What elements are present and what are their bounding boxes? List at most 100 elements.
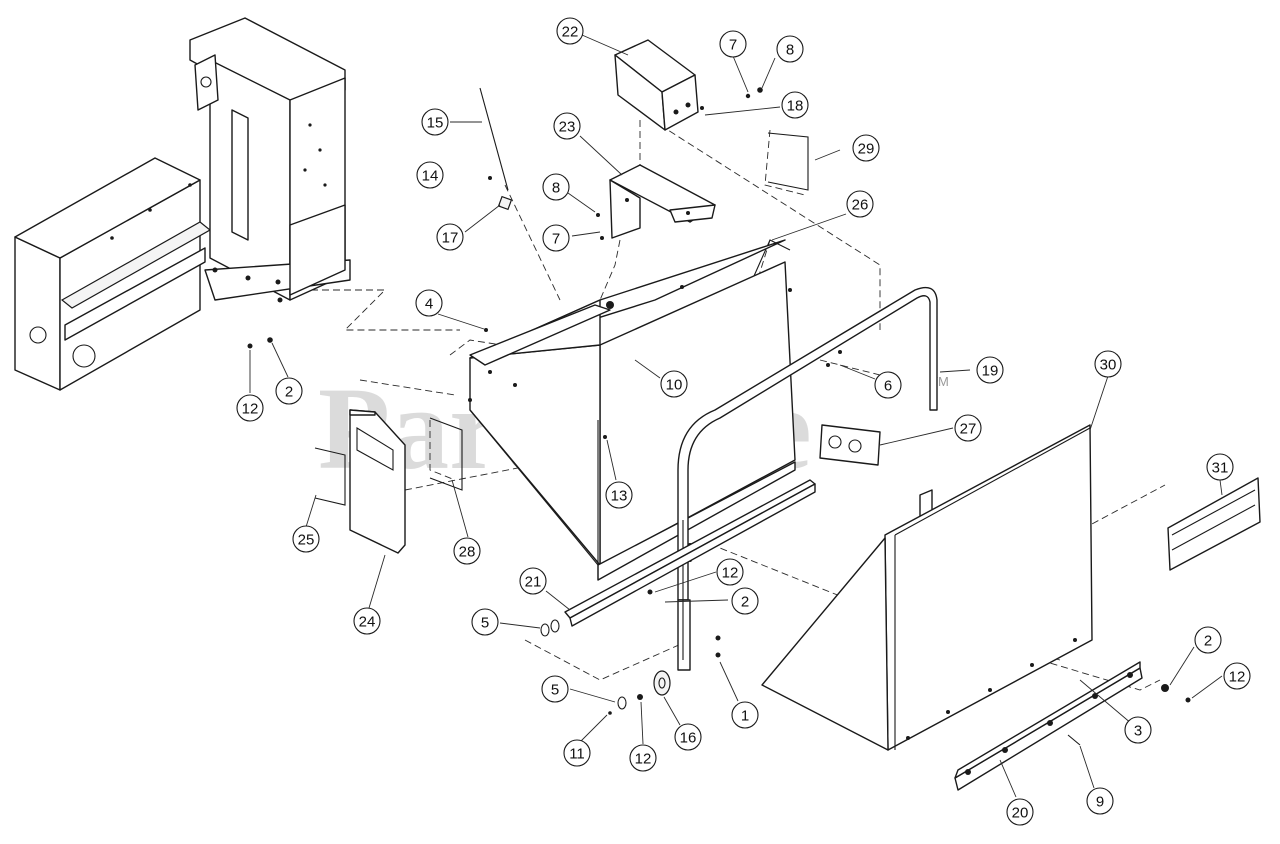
callout-circle [553,112,581,140]
callout-circle [556,17,584,45]
callout-5: 5 [471,608,499,636]
callout-7: 7 [719,30,747,58]
callout-number: 24 [359,614,376,631]
callout-circle [874,371,902,399]
callout-circle [275,377,303,405]
callout-circle [471,608,499,636]
callout-circle [453,537,481,565]
callout-number: 10 [666,377,683,394]
callout-8: 8 [542,173,570,201]
callout-18: 18 [781,91,809,119]
callout-11: 11 [563,739,591,767]
control-box [614,39,699,131]
callout-12: 12 [236,394,264,422]
callout-number: 12 [1229,669,1246,686]
callout-circle [716,558,744,586]
callout-circle [236,394,264,422]
callout-number: 18 [787,98,804,115]
callout-5: 5 [541,675,569,703]
callout-24: 24 [353,607,381,635]
callout-number: 14 [422,168,439,185]
callout-circle [1124,716,1152,744]
frame-tower-assembly [14,17,351,391]
collection-chute [761,424,1093,751]
callout-14: 14 [416,161,444,189]
callout-circle [719,30,747,58]
callout-23: 23 [553,112,581,140]
callout-number: 4 [425,296,433,313]
callout-20: 20 [1006,798,1034,826]
callout-number: 3 [1134,723,1142,740]
callout-circle [436,223,464,251]
leader-lines [249,34,1223,798]
callout-number: 6 [884,378,892,395]
callout-circle [1006,798,1034,826]
callout-12: 12 [1223,662,1251,690]
rod [479,87,509,191]
callout-number: 12 [242,401,259,418]
side-rail [564,479,816,627]
callout-circle [846,190,874,218]
callout-number: 15 [427,115,444,132]
callout-circle [674,723,702,751]
callout-circle [852,134,880,162]
callout-number: 2 [285,384,293,401]
callout-circle [1206,453,1234,481]
callout-circle [605,481,633,509]
callout-number: 12 [722,565,739,582]
callout-2: 2 [731,587,759,615]
callout-28: 28 [453,537,481,565]
callout-19: 19 [976,356,1004,384]
callout-circle [1194,626,1222,654]
callout-circle [416,161,444,189]
bushing [247,337,1191,746]
decal-sheet [749,132,809,286]
callout-circle [1094,350,1122,378]
callout-number: 16 [680,730,697,747]
callout-number: 7 [552,231,560,248]
callout-circle [541,675,569,703]
callout-31: 31 [1206,453,1234,481]
callout-number: 22 [562,24,579,41]
callout-30: 30 [1094,350,1122,378]
callout-number: 19 [982,363,999,380]
callout-circle [731,701,759,729]
callout-6: 6 [874,371,902,399]
callout-number: 29 [858,141,875,158]
callout-number: 2 [741,594,749,611]
callout-circle [731,587,759,615]
callout-29: 29 [852,134,880,162]
callout-7: 7 [542,224,570,252]
callout-15: 15 [421,108,449,136]
callout-number: 17 [442,230,459,247]
callout-circle [519,567,547,595]
small-fasteners [484,87,842,367]
callout-9: 9 [1086,787,1114,815]
callout-25: 25 [292,525,320,553]
callout-number: 1 [741,708,749,725]
callout-circle [781,91,809,119]
callout-number: 31 [1212,460,1229,477]
callout-circle [976,356,1004,384]
callout-3: 3 [1124,716,1152,744]
callout-number: 30 [1100,357,1117,374]
lower-rail [954,661,1143,791]
callout-number: 8 [786,42,794,59]
callout-circle [563,739,591,767]
callout-circle [292,525,320,553]
callout-number: 12 [635,751,652,768]
callout-circle [660,370,688,398]
callout-circle [1086,787,1114,815]
callout-number: 25 [298,532,315,549]
callout-16: 16 [674,723,702,751]
callout-1: 1 [731,701,759,729]
callout-8: 8 [776,35,804,63]
callout-2: 2 [1194,626,1222,654]
callout-number: 2 [1204,633,1212,650]
callout-4: 4 [415,289,443,317]
callout-circle [1223,662,1251,690]
brand-decal [1167,477,1261,571]
callout-number: 9 [1096,794,1104,811]
hopper-body [468,239,796,581]
